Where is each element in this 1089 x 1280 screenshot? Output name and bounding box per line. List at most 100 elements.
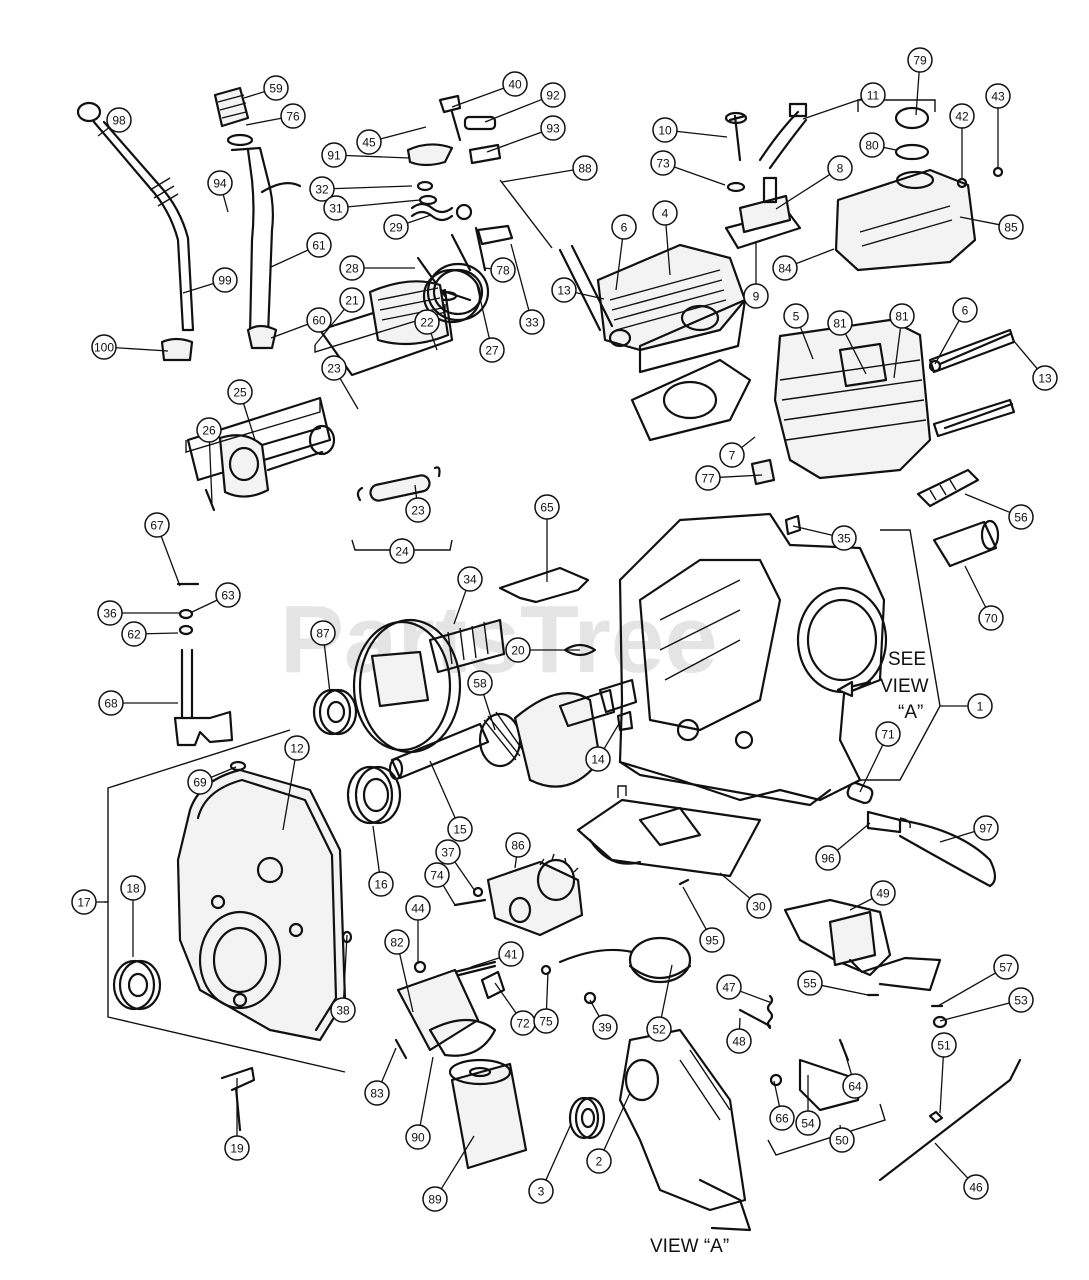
callout-circle <box>1008 504 1034 530</box>
callout-72: 72 <box>494 982 536 1036</box>
leader-line <box>674 166 726 186</box>
callout-number: 10 <box>658 124 672 138</box>
callout-4: 4 <box>652 200 678 276</box>
callout-59: 59 <box>243 75 289 101</box>
valve-cover <box>834 99 1004 272</box>
callout-number: 100 <box>94 341 114 355</box>
callout-number: 11 <box>867 89 880 103</box>
callout-circle <box>323 195 349 221</box>
leader-line <box>483 694 496 731</box>
callout-45: 45 <box>356 126 427 155</box>
callout-94: 94 <box>207 170 233 213</box>
leader-line <box>959 216 1000 226</box>
connecting-rod <box>186 396 336 512</box>
callout-11: 11 <box>802 82 886 120</box>
leader-line <box>115 347 169 352</box>
callout-96: 96 <box>815 822 871 871</box>
callout-10: 10 <box>652 117 728 143</box>
callout-number: 43 <box>991 90 1005 104</box>
callout-number: 24 <box>395 545 409 559</box>
callout-13b: 13 <box>1012 339 1058 391</box>
callout-41: 41 <box>470 941 524 968</box>
base-gasket <box>576 785 762 886</box>
leader-line <box>773 1080 781 1107</box>
leader-line <box>380 126 427 140</box>
cylinder-head-left <box>558 243 747 374</box>
crankcase-bolt <box>616 710 634 732</box>
callout-circle <box>384 929 410 955</box>
callout-circle <box>215 582 241 608</box>
leader-line <box>182 282 214 294</box>
callout-36: 36 <box>97 600 180 626</box>
callout-number: 45 <box>362 136 376 150</box>
callout-64: 64 <box>841 1042 868 1099</box>
callout-8: 8 <box>775 155 853 210</box>
callout-number: 13 <box>1038 372 1052 386</box>
wrist-pin <box>351 466 453 551</box>
callout-circle <box>405 895 431 921</box>
view-a-arrowhead <box>836 680 854 698</box>
callout-number: 62 <box>127 628 141 642</box>
callout-number: 6 <box>621 221 628 235</box>
callout-circle <box>795 1110 821 1136</box>
leader-line <box>841 1042 853 1075</box>
callout-circle <box>716 974 742 1000</box>
callout-circle <box>551 277 577 303</box>
callout-16: 16 <box>368 825 394 897</box>
callout-93: 93 <box>486 115 566 153</box>
callout-circle <box>212 267 238 293</box>
leader-line <box>440 1135 475 1190</box>
callout-circle <box>797 970 823 996</box>
callout-number: 81 <box>833 317 847 331</box>
leader-line <box>660 964 673 1018</box>
callout-6b: 6 <box>934 297 978 365</box>
callout-circle <box>540 115 566 141</box>
leader-line <box>795 248 835 265</box>
callout-circle <box>368 871 394 897</box>
callout-95: 95 <box>682 886 725 953</box>
callout-number: 12 <box>290 742 304 756</box>
see-view-label-2: VIEW <box>880 676 929 697</box>
callout-circle <box>875 721 901 747</box>
callout-number: 73 <box>656 157 670 171</box>
cover-bolt <box>220 1066 256 1132</box>
callout-number: 56 <box>1014 511 1028 525</box>
callout-number: 95 <box>705 934 719 948</box>
callout-30: 30 <box>719 872 772 919</box>
camshaft <box>352 618 506 754</box>
callout-55: 55 <box>797 970 869 996</box>
leader-line <box>934 320 960 365</box>
leader-line <box>407 214 432 224</box>
callout-number: 79 <box>913 54 927 68</box>
callout-81: 81 <box>889 303 915 379</box>
leader-line <box>494 982 517 1014</box>
leader-line <box>939 1056 944 1114</box>
callout-circle <box>339 255 365 281</box>
callout-number: 5 <box>793 310 800 324</box>
callout-circle <box>280 103 306 129</box>
callout-circle <box>405 1124 431 1150</box>
callout-circle <box>263 75 289 101</box>
callout-number: 32 <box>315 183 329 197</box>
callout-number: 18 <box>126 882 140 896</box>
callout-circle <box>985 83 1011 109</box>
callout-circle <box>339 287 365 313</box>
leader-line <box>615 238 624 291</box>
leader-line <box>510 243 530 311</box>
callout-number: 66 <box>775 1112 789 1126</box>
callout-74: 74 <box>424 862 456 906</box>
callout-number: 37 <box>441 846 455 860</box>
callout-number: 51 <box>937 1039 951 1053</box>
crankcase-block <box>618 512 888 807</box>
leader-line <box>145 632 179 635</box>
callout-circle <box>646 1016 672 1042</box>
callout-circle <box>414 309 440 335</box>
leader-line <box>792 525 833 536</box>
callout-number: 33 <box>525 316 539 330</box>
leader-line <box>665 224 671 276</box>
callout-circle <box>187 769 213 795</box>
callout-circle <box>467 670 493 696</box>
piston-group-bracket <box>314 304 446 353</box>
leader-line <box>575 292 605 300</box>
callout-number: 75 <box>539 1015 553 1029</box>
